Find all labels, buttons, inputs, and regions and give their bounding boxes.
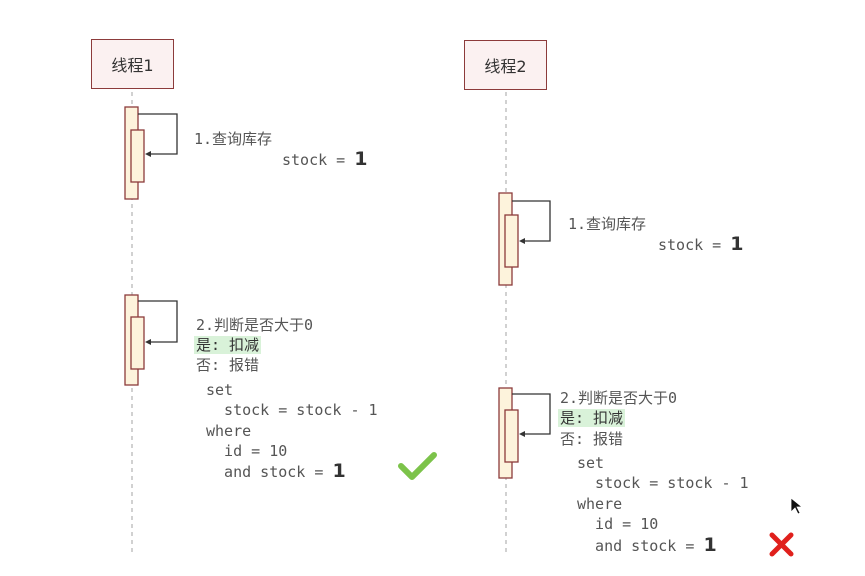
stock-value: 1 (730, 233, 744, 255)
thread2-step1-activation (498, 192, 551, 286)
stock-value: 1 (354, 148, 368, 170)
yes-highlight: 是: 扣减 (194, 336, 262, 354)
thread2-step2-activation (498, 387, 551, 479)
thread1-sql-line-4: and stock = 1 (206, 461, 346, 482)
thread2-sql-line-0: set (577, 454, 605, 472)
thread1-step2-yes: 是: 扣减 (194, 335, 262, 355)
thread2-step2-label: 2.判断是否大于0 (560, 389, 678, 407)
sql-value: 1 (332, 460, 346, 482)
check-icon (398, 452, 437, 480)
thread1-step2-no: 否: 报错 (196, 356, 260, 374)
yes-highlight: 是: 扣减 (558, 409, 626, 427)
thread1-step2-label: 2.判断是否大于0 (196, 316, 314, 334)
thread1-step1-activation (124, 106, 178, 200)
thread2-step2-no: 否: 报错 (560, 430, 624, 448)
thread1-step2-activation (124, 294, 178, 386)
sql-text: and stock = (577, 537, 704, 555)
thread1-step1-stock: stock = 1 (282, 149, 367, 170)
stock-text: stock = (658, 236, 731, 254)
stock-text: stock = (282, 151, 355, 169)
thread1-sql-line-3: id = 10 (206, 442, 288, 460)
thread2-sql-line-3: id = 10 (577, 515, 659, 533)
thread1-step1-label: 1.查询库存 (194, 130, 273, 148)
thread2-sql-line-2: where (577, 495, 623, 513)
mouse-cursor-icon (790, 497, 804, 515)
sql-text: and stock = (206, 463, 333, 481)
cross-icon (769, 532, 794, 557)
thread1-sql-line-2: where (206, 422, 252, 440)
sql-value: 1 (703, 534, 717, 556)
thread2-step2-yes: 是: 扣减 (558, 408, 626, 428)
thread2-sql-line-1: stock = stock - 1 (577, 474, 749, 492)
thread1-sql-line-1: stock = stock - 1 (206, 401, 378, 419)
thread2-header: 线程2 (464, 40, 547, 90)
thread1-header: 线程1 (91, 39, 174, 89)
thread1-sql-line-0: set (206, 381, 234, 399)
thread2-step1-label: 1.查询库存 (568, 215, 647, 233)
thread2-sql-line-4: and stock = 1 (577, 535, 717, 556)
thread2-step1-stock: stock = 1 (658, 234, 743, 255)
